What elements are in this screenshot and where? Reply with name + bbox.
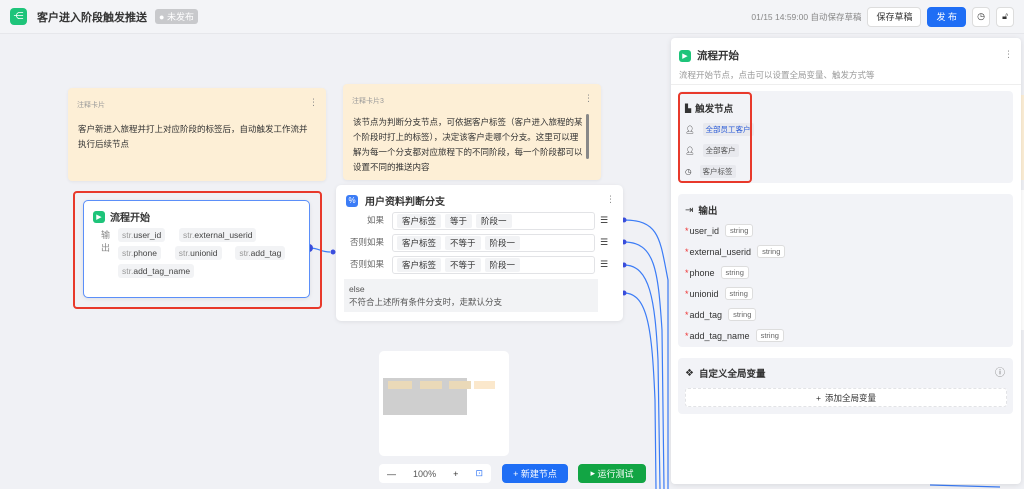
zoom-in-button[interactable]: + — [453, 468, 459, 479]
condition-label: 如果 — [366, 215, 384, 225]
publish-button[interactable]: 发 布 — [927, 6, 966, 27]
lock-icon[interactable]: 🔓︎ — [996, 6, 1014, 27]
play-icon: ▶ — [93, 210, 105, 223]
chart-icon: ▙ — [685, 103, 692, 113]
note-label: 注释卡片 — [77, 102, 105, 109]
var-chip: str.unionid — [174, 246, 222, 260]
edge-branch-1 — [623, 219, 669, 489]
trigger-section: ▙触发节点 👤︎全部员工客户 👤︎全部客户 ◷客户标签 — [678, 91, 1013, 183]
output-vars: str.user_id str.external_userid str.phon… — [118, 228, 308, 282]
more-icon[interactable]: ⋮ — [1004, 49, 1013, 59]
history-icon[interactable]: ◷ — [972, 6, 990, 27]
zoom-controls: — 100% + ⊡ — [379, 464, 491, 483]
page-title: 客户进入阶段触发推送 — [37, 11, 147, 24]
start-node[interactable]: ▶ 流程开始 输出 str.user_id str.external_useri… — [83, 200, 310, 298]
condition-row[interactable]: 客户标签不等于阶段一 — [392, 256, 595, 274]
fit-view-icon[interactable]: ⊡ — [475, 468, 483, 478]
app-logo-icon: ⋲ — [10, 8, 27, 25]
note-label: 注释卡片3 — [352, 98, 384, 105]
trigger-item[interactable]: ◷客户标签 — [685, 165, 736, 178]
var-chip: str.user_id — [118, 228, 166, 242]
clock-icon: ◷ — [685, 167, 692, 176]
panel-title: 流程开始 — [697, 50, 739, 62]
panel-desc: 流程开始节点，点击可以设置全局变量、触发方式等 — [679, 70, 875, 80]
section-title: 自定义全局变量 — [698, 369, 766, 380]
more-icon[interactable]: ⋮ — [309, 97, 318, 107]
else-branch[interactable]: else 不符合上述所有条件分支时，走默认分支 — [344, 279, 598, 312]
run-test-button[interactable]: ▸ 运行测试 — [578, 464, 646, 483]
trigger-item[interactable]: 👤︎全部客户 — [685, 144, 739, 157]
output-label: 输出 — [101, 230, 111, 253]
node-title: 流程开始 — [110, 213, 150, 224]
minimap[interactable] — [379, 351, 509, 456]
global-vars-section: ❖ 自定义全局变量 ⓘ +添加全局变量 — [678, 358, 1013, 414]
zoom-level: 100% — [413, 468, 437, 479]
variable-icon: ❖ — [685, 367, 694, 379]
add-global-var-button[interactable]: +添加全局变量 — [685, 388, 1007, 407]
var-chip: str.external_userid — [179, 228, 257, 242]
list-icon[interactable]: ☰ — [600, 215, 609, 225]
save-draft-button[interactable]: 保存草稿 — [867, 6, 922, 27]
output-icon: ⇥ — [685, 204, 694, 216]
play-icon: ▶ — [679, 49, 691, 62]
status-badge: ● 未发布 — [155, 9, 198, 24]
condition-label: 否则如果 — [349, 237, 384, 247]
section-title: 输出 — [698, 206, 718, 217]
top-bar: ⋲ 客户进入阶段触发推送 ● 未发布 01/15 14:59:00 自动保存草稿… — [0, 0, 1024, 34]
section-title: 触发节点 — [695, 104, 734, 115]
note-card-3[interactable]: 注释卡片3 ⋮ 该节点为判断分支节点，可依据客户标签（客户进入旅程的某个阶段时打… — [343, 84, 601, 180]
edge-offscreen — [929, 484, 1001, 488]
note-card-1[interactable]: 注释卡片 ⋮ 客户新进入旅程并打上对应阶段的标签后，自动触发工作流并执行后续节点 — [68, 88, 326, 181]
more-icon[interactable]: ⋮ — [606, 194, 615, 204]
new-node-button[interactable]: + 新建节点 — [502, 464, 568, 483]
else-label: else — [349, 284, 365, 294]
properties-panel: ▶ 流程开始 ⋮ 流程开始节点，点击可以设置全局变量、触发方式等 ▙触发节点 👤… — [671, 38, 1021, 484]
more-icon[interactable]: ⋮ — [584, 93, 593, 103]
condition-row[interactable]: 客户标签等于阶段一 — [392, 212, 595, 230]
branch-icon: % — [346, 194, 358, 207]
highlight-box — [678, 92, 752, 183]
edge-else — [623, 292, 657, 489]
autosave-text: 01/15 14:59:00 自动保存草稿 — [751, 11, 862, 22]
var-chip: str.add_tag — [235, 246, 286, 260]
edge-branch-2 — [623, 241, 665, 489]
node-title: 用户资料判断分支 — [365, 197, 445, 208]
trigger-item[interactable]: 👤︎全部员工客户 — [685, 123, 754, 136]
var-chip: str.add_tag_name — [118, 264, 195, 278]
list-icon[interactable]: ☰ — [600, 259, 609, 269]
condition-label: 否则如果 — [349, 259, 384, 269]
scrollbar[interactable] — [586, 114, 589, 159]
zoom-out-button[interactable]: — — [387, 468, 396, 479]
branch-node[interactable]: % 用户资料判断分支 ⋮ 如果 客户标签等于阶段一 否则如果 客户标签不等于阶段… — [336, 185, 623, 321]
var-chip: str.phone — [118, 246, 161, 260]
condition-row[interactable]: 客户标签不等于阶段一 — [392, 234, 595, 252]
help-icon[interactable]: ⓘ — [995, 368, 1005, 379]
highlight-box — [73, 191, 322, 309]
user-icon: 👤︎ — [685, 125, 695, 134]
list-icon[interactable]: ☰ — [600, 237, 609, 247]
user-icon: 👤︎ — [685, 146, 695, 155]
note-text[interactable]: 该节点为判断分支节点，可依据客户标签（客户进入旅程的某个阶段时打上的标签），决定… — [353, 117, 583, 172]
edge-branch-3 — [623, 264, 661, 489]
else-desc: 不符合上述所有条件分支时，走默认分支 — [349, 297, 503, 307]
note-text[interactable]: 客户新进入旅程并打上对应阶段的标签后，自动触发工作流并执行后续节点 — [78, 124, 308, 149]
